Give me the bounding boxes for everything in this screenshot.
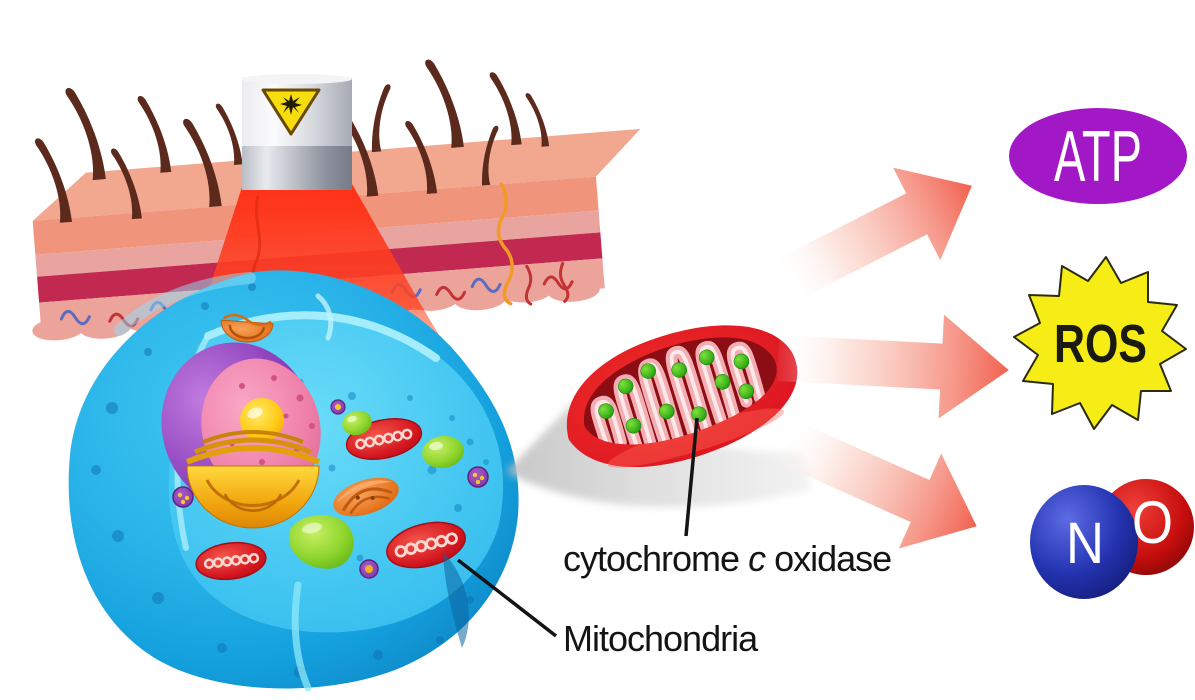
laser-warning-icon [261,88,321,136]
arrow-to-ros [776,314,1009,419]
centriole [467,466,489,488]
laser-device-cap [242,74,352,84]
atp-ellipse [1009,108,1187,204]
centriole [172,486,194,508]
lysosome-green [290,515,354,569]
nucleolus-highlight [247,407,263,419]
mitochondria-pointer-line [456,558,558,638]
golgi-apparatus [185,430,321,529]
atp-badge: ATP [1009,108,1187,204]
arrow-to-no [773,418,977,549]
oxygen-label: O [1132,489,1173,556]
ros-badge: ROS [1013,256,1187,430]
no-molecule: N O [1030,479,1194,599]
cell-bottom-crease [291,581,312,692]
ros-label: ROS [1054,314,1147,374]
hair [137,94,172,175]
nitrogen-sphere [1030,485,1138,599]
mitochondrion-small [195,541,267,581]
laser-device-metal-band [242,146,352,190]
cell-cut-shadow-wedge [443,552,469,648]
cell-fold-highlight [315,293,334,341]
lysosome-green [422,435,464,469]
hair [65,85,106,182]
ros-starburst [1013,256,1187,430]
cytochrome-pointer-line [684,417,699,537]
hair [424,57,464,150]
endoplasmic-reticulum [333,477,399,517]
atp-label: ATP [1054,117,1142,197]
endoplasmic-reticulum [220,313,274,343]
mitochondria-label: Mitochondria [563,618,759,659]
output-arrows [772,167,1009,549]
lysosome-green [342,410,372,436]
cell-membrane-shine [114,272,256,336]
laser-device [242,74,352,190]
nitrogen-label: N [1066,511,1104,576]
centriole [330,399,346,415]
centriole [359,559,379,579]
cell-illustration [68,270,519,692]
hair [215,102,243,167]
hair [366,84,396,153]
cytochrome-c-oxidase-dots [598,349,755,434]
arrow-to-atp [772,167,972,303]
